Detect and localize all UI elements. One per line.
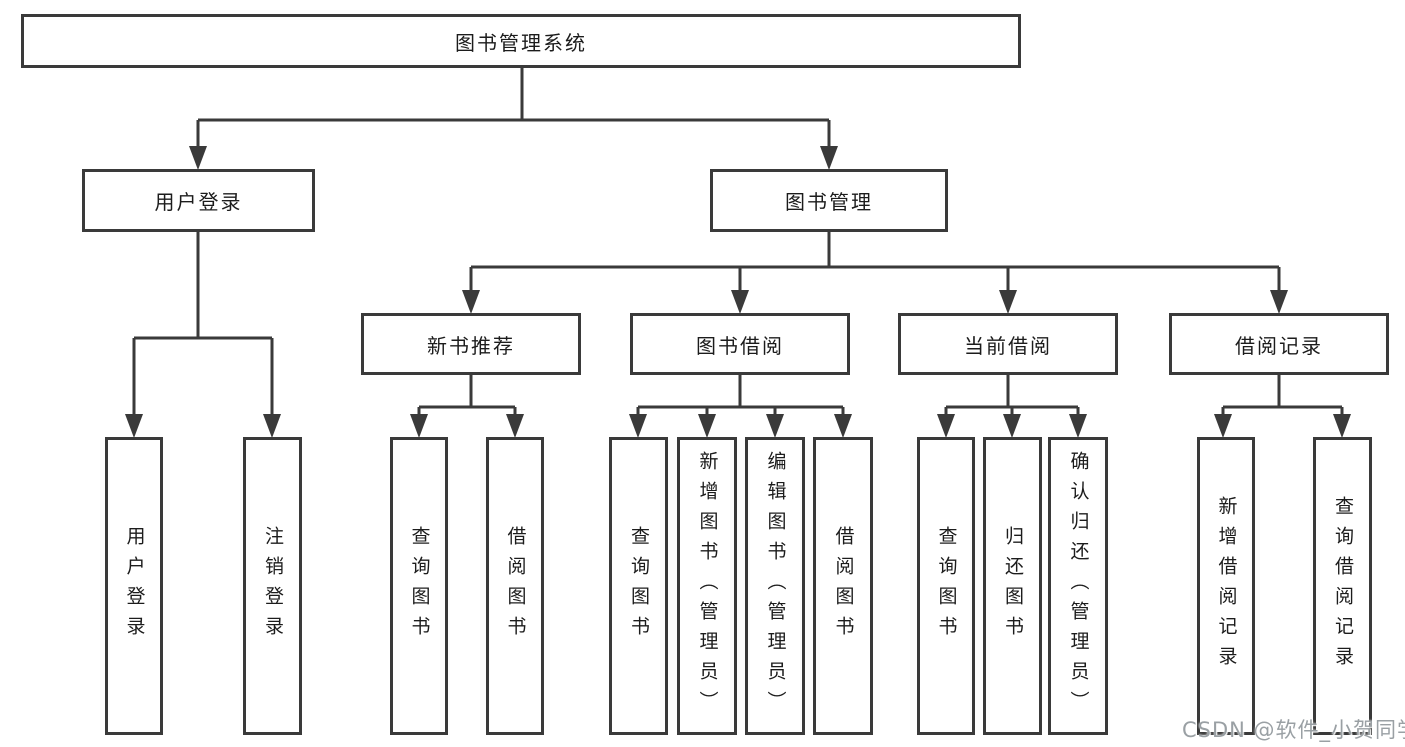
node-current-borrowing: 当前借阅 — [898, 313, 1118, 375]
leaf-add-borrow-record: 新增借阅记录 — [1197, 437, 1255, 735]
leaf-logout: 注销登录 — [243, 437, 302, 735]
leaf-user-login: 用户登录 — [105, 437, 163, 735]
node-user-login: 用户登录 — [82, 169, 315, 232]
node-book-management: 图书管理 — [710, 169, 948, 232]
leaf-borrow-books-recommend: 借阅图书 — [486, 437, 544, 735]
leaf-confirm-return-admin: 确认归还（管理员） — [1048, 437, 1108, 735]
leaf-return-books: 归还图书 — [983, 437, 1042, 735]
leaf-query-books-current: 查询图书 — [917, 437, 975, 735]
leaf-add-books-admin: 新增图书（管理员） — [677, 437, 737, 735]
node-borrowing-records: 借阅记录 — [1169, 313, 1389, 375]
leaf-query-borrow-record: 查询借阅记录 — [1313, 437, 1372, 735]
node-new-book-recommend: 新书推荐 — [361, 313, 581, 375]
leaf-borrow-books-borrowing: 借阅图书 — [813, 437, 873, 735]
node-root: 图书管理系统 — [21, 14, 1021, 68]
csdn-watermark: CSDN @软件_小贺同学 — [1182, 718, 1405, 742]
leaf-query-books-borrowing: 查询图书 — [609, 437, 668, 735]
leaf-query-books-recommend: 查询图书 — [390, 437, 448, 735]
node-book-borrowing: 图书借阅 — [630, 313, 850, 375]
leaf-edit-books-admin: 编辑图书（管理员） — [745, 437, 805, 735]
